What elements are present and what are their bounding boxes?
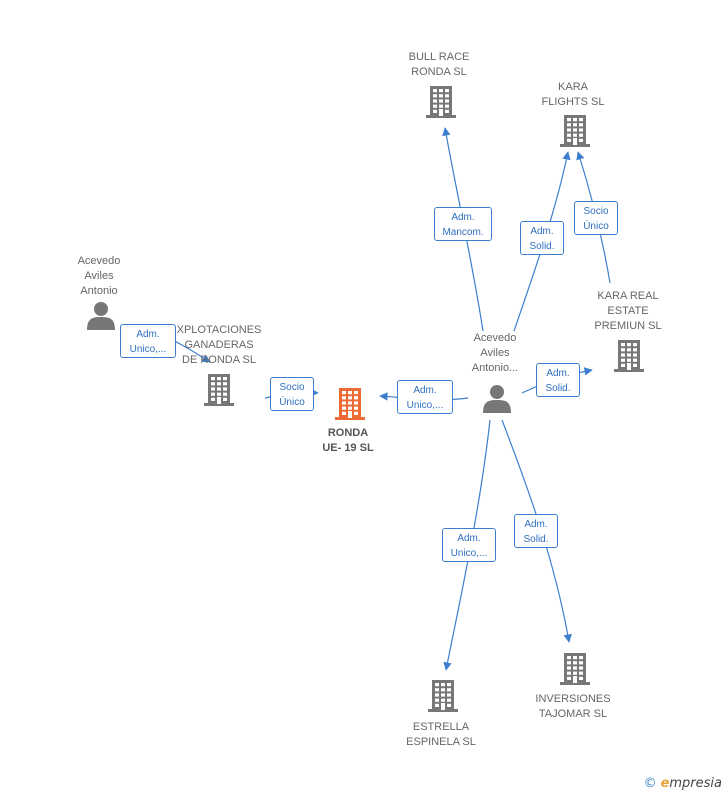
- person-icon[interactable]: [483, 385, 511, 413]
- edge-label[interactable]: Adm. Unico,...: [120, 324, 176, 358]
- node-label-estrella[interactable]: ESTRELLA ESPINELA SL: [406, 721, 476, 748]
- node-label-bull[interactable]: BULL RACE RONDA SL: [408, 51, 470, 78]
- building-icon[interactable]: [426, 86, 456, 118]
- brand-logo: empresia: [660, 776, 722, 791]
- building-icon[interactable]: [204, 374, 234, 406]
- node-label-ronda[interactable]: RONDA UE- 19 SL: [322, 427, 374, 454]
- edge-label[interactable]: Adm. Unico,...: [397, 380, 453, 414]
- person-icon[interactable]: [87, 302, 115, 330]
- edge-label[interactable]: Adm. Unico,...: [442, 528, 496, 562]
- building-icon[interactable]: [560, 115, 590, 147]
- edge-label[interactable]: Adm. Solid.: [520, 221, 564, 255]
- node-label-acevedo2[interactable]: Acevedo Aviles Antonio...: [471, 332, 519, 374]
- building-icon[interactable]: [614, 340, 644, 372]
- copyright-icon: ©: [643, 776, 657, 791]
- node-label-acevedo1[interactable]: Acevedo Aviles Antonio: [77, 255, 121, 297]
- edge-label[interactable]: Adm. Solid.: [514, 514, 558, 548]
- node-label-karaflights[interactable]: KARA FLIGHTS SL: [541, 81, 605, 108]
- node-label-explot[interactable]: XPLOTACIONES GANADERAS DE RONDA SL: [176, 324, 262, 366]
- node-label-karareal[interactable]: KARA REAL ESTATE PREMIUN SL: [594, 290, 662, 332]
- edge-label[interactable]: Adm. Mancom.: [434, 207, 492, 241]
- node-label-tajomar[interactable]: INVERSIONES TAJOMAR SL: [535, 693, 611, 720]
- highlighted-building-icon[interactable]: [335, 388, 365, 420]
- building-icon[interactable]: [428, 680, 458, 712]
- edge-label[interactable]: Socio Único: [270, 377, 314, 411]
- building-icon[interactable]: [560, 653, 590, 685]
- edge-label[interactable]: Socio Único: [574, 201, 618, 235]
- watermark: ©empresia: [644, 776, 722, 791]
- edge-label[interactable]: Adm. Solid.: [536, 363, 580, 397]
